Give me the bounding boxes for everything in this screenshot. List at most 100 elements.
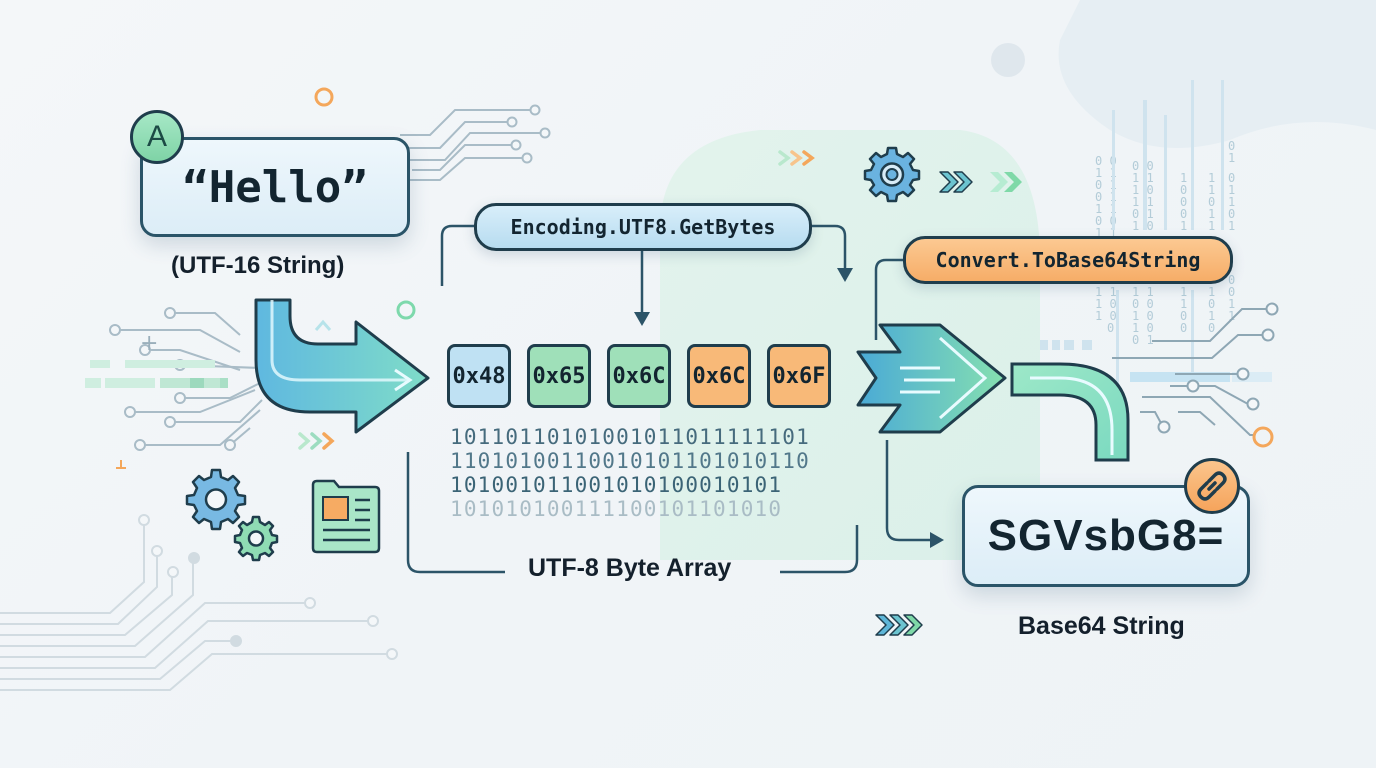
tobase64-method-label: Convert.ToBase64String <box>935 248 1201 272</box>
tobase64-method-pill: Convert.ToBase64String <box>903 236 1233 284</box>
svg-text:0: 0 <box>1208 321 1215 335</box>
getbytes-method-pill: Encoding.UTF8.GetBytes <box>474 203 812 251</box>
left-data-stripes <box>85 360 228 388</box>
svg-text:1 1: 1 1 <box>1132 285 1154 299</box>
grey-blob <box>1058 0 1376 148</box>
byte-box: 0x6C <box>687 344 751 408</box>
getbytes-method-label: Encoding.UTF8.GetBytes <box>510 215 776 239</box>
binary-rain: 0 01 10 1 0 11 10 0 1 1 0 01 11 0 1 10 1… <box>1095 139 1235 347</box>
svg-text:1: 1 <box>1228 219 1235 233</box>
svg-text:0: 0 <box>1180 207 1187 221</box>
byte-hex-value: 0x6C <box>612 363 666 389</box>
svg-text:0: 0 <box>1228 139 1235 153</box>
svg-text:1 0: 1 0 <box>1095 297 1117 311</box>
link-icon <box>1184 458 1240 514</box>
svg-text:1 0: 1 0 <box>1132 183 1154 197</box>
svg-text:0 1: 0 1 <box>1132 333 1154 347</box>
arrowheads <box>634 268 944 548</box>
output-caption: Base64 String <box>1018 612 1185 640</box>
binary-row: 101010100111100101101010 <box>450 497 783 521</box>
svg-text:1: 1 <box>1208 171 1215 185</box>
svg-text:0 1: 0 1 <box>1095 190 1117 204</box>
connector-lines <box>406 224 932 574</box>
flow-arrow-input <box>254 298 430 434</box>
svg-text:1 1: 1 1 <box>1132 171 1154 185</box>
svg-text:1: 1 <box>1228 151 1235 165</box>
byte-hex-value: 0x6F <box>772 363 826 389</box>
svg-text:0: 0 <box>1180 309 1187 323</box>
green-ring <box>396 300 416 320</box>
svg-text:1: 1 <box>1228 195 1235 209</box>
svg-text:0 0: 0 0 <box>1132 159 1154 173</box>
byte-hex-value: 0x6C <box>692 363 746 389</box>
document-icon <box>311 479 381 554</box>
bottom-left-circuit-traces <box>0 514 398 691</box>
svg-text:0: 0 <box>1228 207 1235 221</box>
grey-dot <box>991 43 1025 77</box>
gear-icon <box>863 146 921 203</box>
orange-ring-right <box>1252 426 1274 448</box>
left-circuit-traces <box>109 307 263 451</box>
byte-hex-value: 0x65 <box>532 363 586 389</box>
svg-text:0 1: 0 1 <box>1132 207 1154 221</box>
byte-box: 0x6C <box>607 344 671 408</box>
input-string-value: “Hello” <box>182 161 368 213</box>
byte-box: 0x65 <box>527 344 591 408</box>
svg-text:1: 1 <box>1180 285 1187 299</box>
svg-text:0: 0 <box>1180 183 1187 197</box>
svg-text:0: 0 <box>1228 171 1235 185</box>
top-circuit-traces <box>400 104 551 181</box>
svg-text:1 0: 1 0 <box>1132 219 1154 233</box>
svg-text:0 1: 0 1 <box>1095 178 1117 192</box>
byte-box: 0x6F <box>767 344 831 408</box>
svg-text:1: 1 <box>1208 285 1215 299</box>
right-circuit-traces <box>1112 302 1279 436</box>
chevrons-gear <box>939 171 1022 193</box>
gear-icon-green <box>233 515 279 562</box>
svg-text:1: 1 <box>1180 219 1187 233</box>
svg-text:1 0: 1 0 <box>1132 309 1154 323</box>
flow-arrow-output <box>856 323 1130 462</box>
byte-array-caption: UTF-8 Byte Array <box>528 554 732 582</box>
byte-hex-value: 0x48 <box>452 363 506 389</box>
binary-row: 101001011001010100010101 <box>450 473 783 497</box>
gear-icon-blue <box>185 468 247 531</box>
output-base64-value: SGVsbG8= <box>987 511 1225 560</box>
svg-text:0 0: 0 0 <box>1132 297 1154 311</box>
svg-text:0: 0 <box>1228 273 1235 287</box>
svg-text:1: 1 <box>1208 207 1215 221</box>
orange-ring <box>314 87 334 107</box>
svg-text:1 1: 1 1 <box>1095 202 1117 216</box>
svg-text:1 1: 1 1 <box>1095 166 1117 180</box>
svg-text:0: 0 <box>1180 195 1187 209</box>
svg-text:1 0: 1 0 <box>1095 309 1117 323</box>
svg-text:0: 0 <box>1208 195 1215 209</box>
svg-text:1 1: 1 1 <box>1132 195 1154 209</box>
input-string-card: “Hello” <box>140 137 410 237</box>
binary-row: 10110110101001011011111101 <box>450 425 810 449</box>
svg-text:1: 1 <box>1208 183 1215 197</box>
svg-text:1: 1 <box>1180 171 1187 185</box>
svg-text:1: 1 <box>1180 297 1187 311</box>
chevrons-output <box>875 614 923 636</box>
byte-box: 0x48 <box>447 344 511 408</box>
output-base64-card: SGVsbG8= <box>962 485 1250 587</box>
svg-text:1 0: 1 0 <box>1132 321 1154 335</box>
svg-text:0: 0 <box>1180 321 1187 335</box>
plus-mark: + <box>140 331 158 356</box>
svg-text:1: 1 <box>1208 309 1215 323</box>
caret-up <box>314 319 332 331</box>
svg-text:1: 1 <box>1228 297 1235 311</box>
svg-text:0 0: 0 0 <box>1095 154 1117 168</box>
binary-row: 11010100110010101101010110 <box>450 449 810 473</box>
svg-text:1: 1 <box>1228 183 1235 197</box>
input-badge: A <box>130 110 184 164</box>
chevrons-small <box>298 150 815 450</box>
orange-mark <box>116 460 126 469</box>
svg-text:1: 1 <box>1208 219 1215 233</box>
input-badge-letter: A <box>146 120 167 153</box>
svg-text:0: 0 <box>1208 297 1215 311</box>
svg-text:0 0: 0 0 <box>1095 214 1117 228</box>
svg-text:0: 0 <box>1107 321 1114 335</box>
svg-text:1 1: 1 1 <box>1095 285 1117 299</box>
